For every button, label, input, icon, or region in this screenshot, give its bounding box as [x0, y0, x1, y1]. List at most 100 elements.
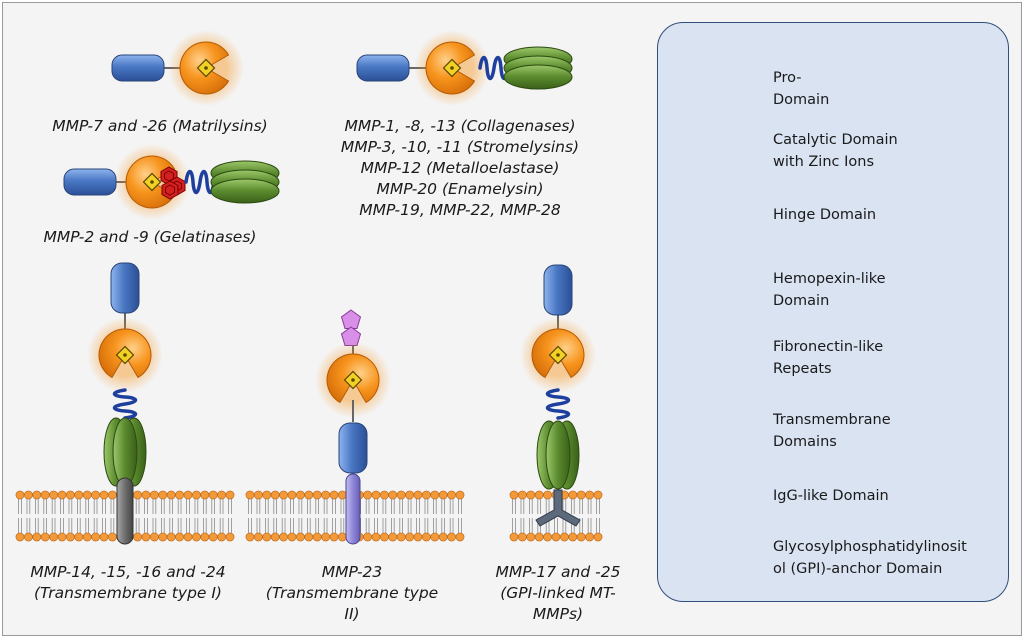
- lipid-molecule: [279, 490, 289, 542]
- legend-catalytic-domain: Catalytic Domain with Zinc Ions: [773, 129, 898, 173]
- label-line: MMP-12 (Metalloelastase): [360, 159, 560, 177]
- collagenase-group-structure: [356, 29, 573, 107]
- pro-domain-icon: [111, 54, 165, 82]
- lipid-molecule: [253, 490, 263, 542]
- lipid-molecule: [166, 490, 176, 542]
- lipid-molecule: [455, 490, 465, 542]
- lipid-molecule: [526, 490, 536, 542]
- pro-domain-icon: [543, 264, 573, 316]
- lipid-molecule: [149, 490, 159, 542]
- mmp14-structure: [15, 262, 235, 545]
- lipid-molecule: [191, 490, 201, 542]
- lipid-molecule: [321, 490, 331, 542]
- lipid-molecule: [430, 490, 440, 542]
- legend-fibronectin-repeats: Fibronectin-like Repeats: [773, 336, 883, 380]
- lipid-molecule: [388, 490, 398, 542]
- lipid-molecule: [57, 490, 67, 542]
- collagenase-group-label: MMP-1, -8, -13 (Collagenases) MMP-3, -10…: [310, 116, 610, 221]
- lipid-molecule: [413, 490, 423, 542]
- lipid-molecule: [23, 490, 33, 542]
- lipid-molecule: [421, 490, 431, 542]
- lipid-molecule: [509, 490, 519, 542]
- transmembrane-domain-icon: [116, 477, 134, 545]
- lipid-molecule: [40, 490, 50, 542]
- label-line: MMP-23: [321, 563, 383, 581]
- legend-text: Domain: [773, 92, 830, 108]
- legend-text: Domains: [773, 434, 837, 450]
- lipid-molecule: [304, 490, 314, 542]
- label-line: (Transmembrane type I): [34, 584, 222, 602]
- lipid-molecule: [200, 490, 210, 542]
- legend-text: Transmembrane: [773, 412, 891, 428]
- legend-text: Domain: [773, 293, 830, 309]
- matrilysins-label: MMP-7 and -26 (Matrilysins): [52, 117, 268, 135]
- label-line: MMP-1, -8, -13 (Collagenases): [344, 117, 576, 135]
- label-line: MMP-20 (Enamelysin): [376, 180, 544, 198]
- lipid-molecule: [517, 490, 527, 542]
- lipid-molecule: [576, 490, 586, 542]
- mmp23-label: MMP-23 (Transmembrane type II): [262, 562, 442, 625]
- fibronectin-repeats-icon: [161, 180, 179, 200]
- lipid-molecule: [337, 490, 347, 542]
- mt-type1-label: MMP-14, -15, -16 and -24 (Transmembrane …: [8, 562, 248, 604]
- hemopexin-domain-icon: [210, 160, 280, 204]
- pro-domain-icon: [338, 422, 368, 474]
- lipid-molecule: [363, 490, 373, 542]
- legend-text: Hemopexin-like: [773, 271, 886, 287]
- legend-pro-domain: Pro- Domain: [773, 67, 829, 111]
- gpi-linked-label: MMP-17 and -25 (GPI-linked MT- MMPs): [478, 562, 638, 625]
- legend-gpi-anchor: Glycosylphosphatidylinosit ol (GPI)-anch…: [773, 536, 967, 580]
- lipid-molecule: [287, 490, 297, 542]
- lipid-molecule: [183, 490, 193, 542]
- legend-hemopexin-domain: Hemopexin-like Domain: [773, 268, 886, 312]
- lipid-molecule: [585, 490, 595, 542]
- lipid-molecule: [141, 490, 151, 542]
- lipid-molecule: [593, 490, 603, 542]
- legend-panel: [657, 22, 1009, 602]
- lipid-molecule: [158, 490, 168, 542]
- legend-text: Fibronectin-like: [773, 339, 884, 355]
- lipid-molecule: [225, 490, 235, 542]
- lipid-molecule: [15, 490, 25, 542]
- lipid-molecule: [91, 490, 101, 542]
- legend-igg-domain: IgG-like Domain: [773, 485, 889, 507]
- label-line: (GPI-linked MT-: [500, 584, 616, 602]
- legend-text: Hinge Domain: [773, 207, 877, 223]
- mmp7-26-structure: [111, 29, 245, 107]
- lipid-molecule: [133, 490, 143, 542]
- lipid-molecule: [396, 490, 406, 542]
- lipid-molecule: [438, 490, 448, 542]
- lipid-molecule: [175, 490, 185, 542]
- legend-text: ol (GPI)-anchor Domain: [773, 561, 943, 577]
- legend-text: Repeats: [773, 361, 832, 377]
- lipid-molecule: [82, 490, 92, 542]
- hinge-domain-icon: [112, 388, 138, 420]
- lipid-molecule: [447, 490, 457, 542]
- label-line: MMP-19, MMP-22, MMP-28: [359, 201, 561, 219]
- label-line: MMPs): [532, 605, 584, 623]
- lipid-molecule: [65, 490, 75, 542]
- lipid-molecule: [329, 490, 339, 542]
- hemopexin-domain-icon: [103, 417, 147, 487]
- hinge-domain-icon: [184, 169, 216, 195]
- label-line: MMP-14, -15, -16 and -24: [30, 563, 226, 581]
- lipid-molecule: [270, 490, 280, 542]
- label-line: (Transmembrane type: [265, 584, 439, 602]
- mmp2-9-structure: [63, 143, 280, 221]
- legend-hinge-domain: Hinge Domain: [773, 204, 876, 226]
- catalytic-domain-icon: [87, 317, 163, 393]
- lipid-molecule: [107, 490, 117, 542]
- legend-text: Glycosylphosphatidylinosit: [773, 539, 967, 555]
- lipid-molecule: [99, 490, 109, 542]
- pro-domain-icon: [356, 54, 410, 82]
- lipid-molecule: [371, 490, 381, 542]
- label-line: MMP-3, -10, -11 (Stromelysins): [340, 138, 580, 156]
- igg-domain-icon: [341, 309, 361, 329]
- lipid-molecule: [405, 490, 415, 542]
- legend-transmembrane-domains: Transmembrane Domains: [773, 409, 891, 453]
- lipid-molecule: [262, 490, 272, 542]
- lipid-molecule: [217, 490, 227, 542]
- label-line: II): [344, 605, 360, 623]
- lipid-molecule: [74, 490, 84, 542]
- pro-domain-icon: [110, 262, 140, 314]
